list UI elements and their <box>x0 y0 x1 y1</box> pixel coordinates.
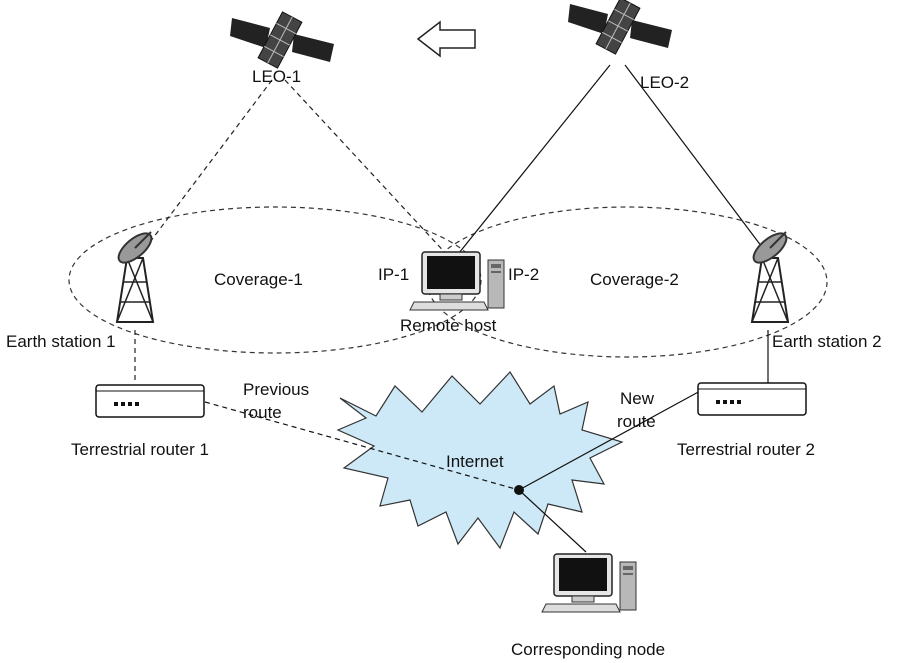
leo2-to-earth-station-2-link <box>624 64 769 256</box>
earth-station-1-dish-icon <box>112 227 158 323</box>
terrestrial-router-1-label: Terrestrial router 1 <box>71 440 209 459</box>
terrestrial-router-1-icon <box>95 384 205 418</box>
coverage-1-label: Coverage-1 <box>214 270 303 289</box>
ip2-label: IP-2 <box>508 265 539 284</box>
earth-station-2-label: Earth station 2 <box>772 332 882 351</box>
leo1-satellite-icon <box>229 11 335 69</box>
ip1-label: IP-1 <box>378 265 409 284</box>
earth-station-2-dish-icon <box>747 227 793 323</box>
coverage-2-label: Coverage-2 <box>590 270 679 289</box>
corresponding-node-label: Corresponding node <box>511 640 665 659</box>
earth-station-1-label: Earth station 1 <box>6 332 116 351</box>
internet-cloud <box>336 371 624 550</box>
previous-route-label-line1: Previous <box>243 380 309 399</box>
new-route-line <box>518 389 703 491</box>
new-route-label-line2: route <box>617 412 656 431</box>
leo2-satellite-icon <box>567 0 673 55</box>
remote-host-label: Remote host <box>400 316 497 335</box>
terrestrial-router-2-label: Terrestrial router 2 <box>677 440 815 459</box>
corresponding-node-computer-icon <box>541 553 637 613</box>
leo1-to-earth-station-1-link <box>137 79 273 259</box>
leo2-to-remote-host-link <box>454 64 611 259</box>
coverage-1-area <box>68 206 482 354</box>
previous-route-label-line2: route <box>243 403 282 422</box>
internet-label: Internet <box>446 452 504 471</box>
internet-junction-node <box>514 485 524 495</box>
new-route-label-line1: New <box>620 389 655 408</box>
internet-to-corresponding-node-link <box>518 489 587 553</box>
terrestrial-router-2-icon <box>697 382 807 416</box>
leo1-label: LEO-1 <box>252 67 301 86</box>
left-arrow-icon <box>416 20 476 58</box>
remote-host-computer-icon <box>409 251 505 311</box>
previous-route-line <box>204 401 520 491</box>
leo2-label: LEO-2 <box>640 73 689 92</box>
leo1-to-remote-host-link <box>284 79 451 259</box>
